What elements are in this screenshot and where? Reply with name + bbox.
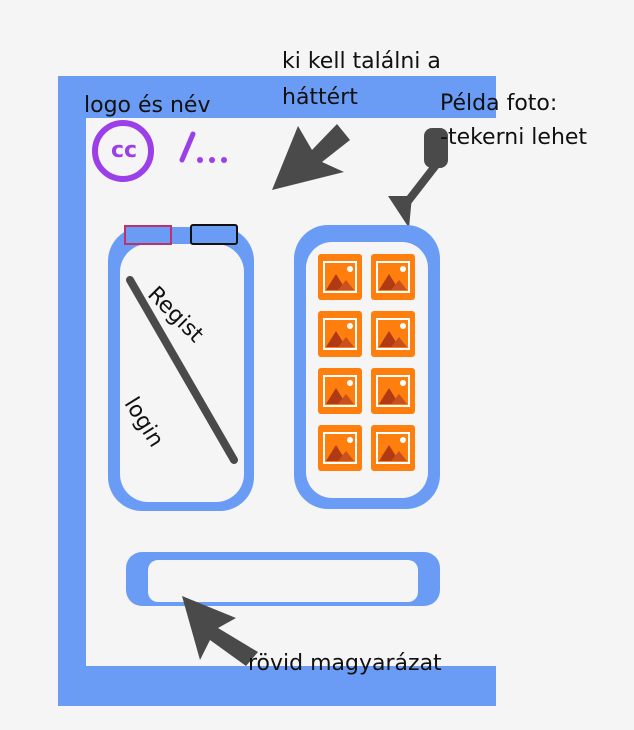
- image-icon: [371, 368, 415, 414]
- logo-text: cc: [110, 138, 138, 163]
- image-icon: [318, 425, 362, 471]
- explanation-banner: [126, 552, 440, 606]
- photo-panel: [294, 225, 440, 509]
- note-example-photo-line2: -tekerni lehet: [440, 125, 588, 150]
- explanation-arrow: [182, 596, 258, 666]
- auth-tab-register: [124, 225, 172, 245]
- auth-divider: [126, 276, 238, 464]
- note-background-line1: ki kell találni a: [282, 49, 441, 74]
- image-icon: [371, 425, 415, 471]
- image-icon: [318, 311, 362, 357]
- photo-arrow: [388, 128, 448, 228]
- logo-mark: [92, 120, 154, 182]
- auth-tab-login: [190, 224, 238, 245]
- note-short-explanation: rövid magyarázat: [248, 651, 442, 676]
- image-icon: [318, 368, 362, 414]
- note-example-photo-line1: Példa foto:: [440, 91, 558, 116]
- background-arrow: [272, 124, 350, 190]
- photo-grid: [318, 254, 415, 471]
- note-background-line2: háttért: [282, 85, 358, 110]
- image-icon: [371, 311, 415, 357]
- note-logo-and-name: logo és név: [84, 93, 211, 118]
- name-placeholder: [179, 131, 227, 163]
- image-icon: [318, 254, 362, 300]
- image-icon: [371, 254, 415, 300]
